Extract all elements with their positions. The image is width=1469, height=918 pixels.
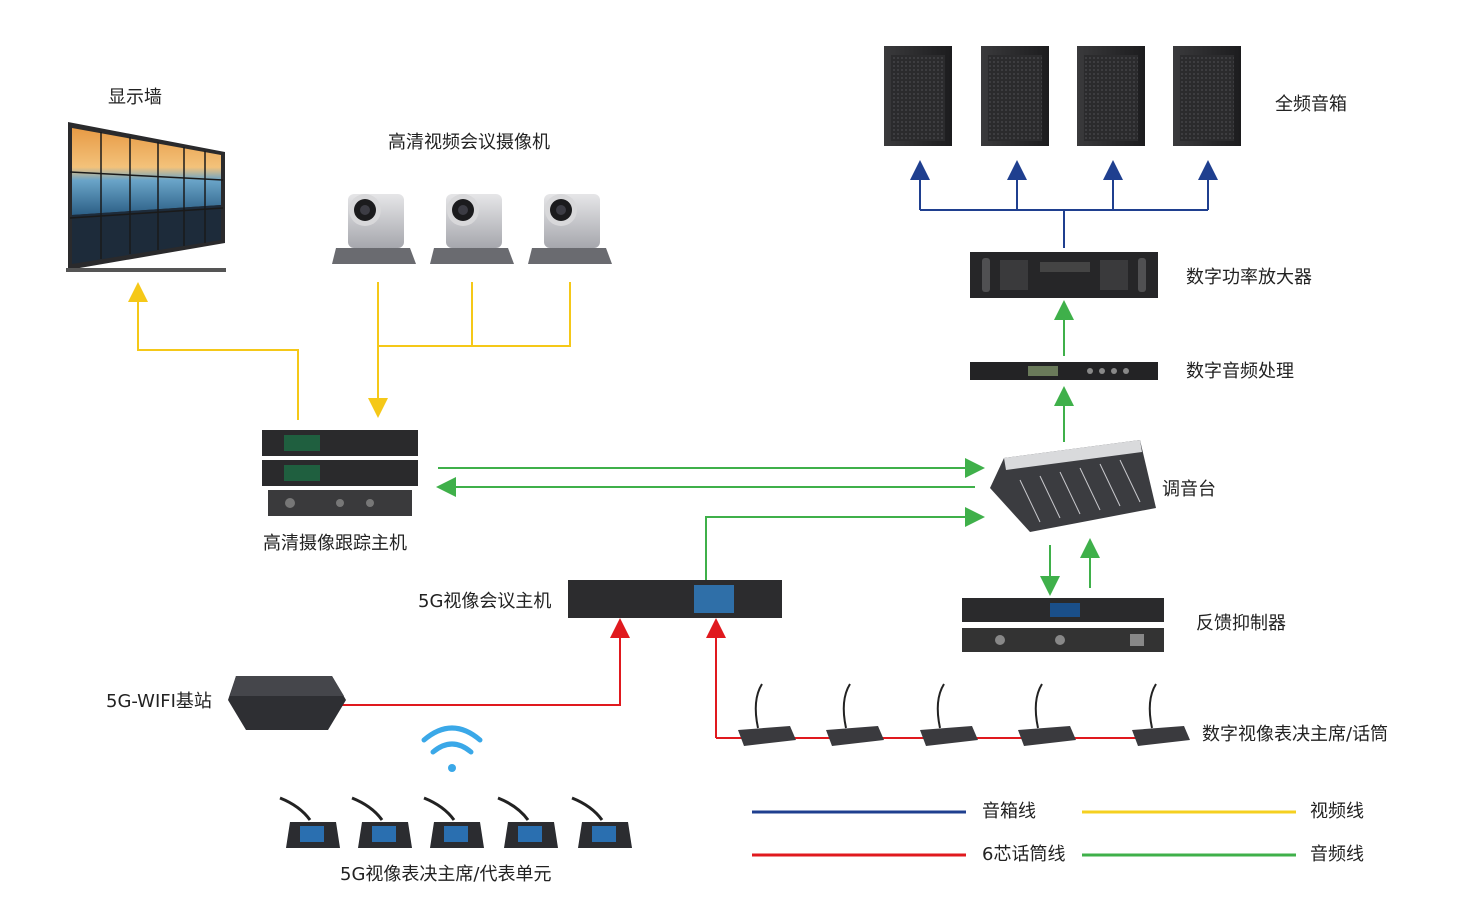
ptz-camera-2	[430, 194, 514, 264]
legend-label-video: 视频线	[1310, 801, 1364, 822]
audio-processor-device	[970, 362, 1158, 380]
wired-mic-5	[1132, 683, 1190, 746]
wired-mic-4	[1018, 683, 1076, 746]
power-amplifier-device	[970, 252, 1158, 298]
legend-label-speaker: 音箱线	[982, 801, 1036, 822]
label-feedback-suppressor: 反馈抑制器	[1196, 613, 1286, 634]
label-mixer: 调音台	[1162, 479, 1216, 500]
label-tracking-host: 高清摄像跟踪主机	[263, 533, 407, 554]
legend-lines	[752, 810, 1296, 857]
speaker-4	[1173, 46, 1241, 146]
wired-mic-3	[920, 683, 978, 746]
mixer-device	[990, 440, 1156, 532]
label-digital-mics: 数字视像表决主席/话筒	[1202, 724, 1389, 745]
video-lines	[128, 282, 571, 420]
audio-lines	[436, 300, 1100, 596]
label-video-conf-host: 5G视像会议主机	[418, 591, 552, 612]
video-conf-host-device	[568, 580, 782, 618]
speaker-3	[1077, 46, 1145, 146]
label-wireless-units: 5G视像表决主席/代表单元	[340, 864, 552, 885]
speaker-1	[884, 46, 952, 146]
legend-label-audio: 音频线	[1310, 844, 1364, 865]
ptz-camera-3	[528, 194, 612, 264]
wireless-unit-2	[351, 796, 412, 848]
speaker-2	[981, 46, 1049, 146]
wifi-base-device	[228, 676, 346, 730]
tracking-host-device	[262, 430, 418, 516]
legend-label-mic: 6芯话筒线	[982, 844, 1066, 865]
video-wall-device	[66, 122, 226, 272]
wireless-unit-4	[497, 796, 558, 848]
label-full-range-speaker: 全频音箱	[1275, 94, 1347, 115]
label-display-wall: 显示墙	[108, 87, 162, 108]
label-hd-camera: 高清视频会议摄像机	[388, 132, 550, 153]
wifi-icon	[421, 725, 483, 772]
label-wifi-base: 5G-WIFI基站	[106, 691, 212, 712]
feedback-suppressor-device	[962, 598, 1164, 652]
wireless-unit-1	[279, 796, 340, 848]
wired-mic-1	[738, 683, 796, 746]
ptz-camera-1	[332, 194, 416, 264]
wireless-unit-3	[423, 796, 484, 848]
speaker-lines	[910, 160, 1218, 248]
label-audio-processor: 数字音频处理	[1186, 361, 1294, 382]
wired-mic-2	[826, 683, 884, 746]
wireless-unit-5	[571, 796, 632, 848]
label-digital-amplifier: 数字功率放大器	[1186, 267, 1312, 288]
